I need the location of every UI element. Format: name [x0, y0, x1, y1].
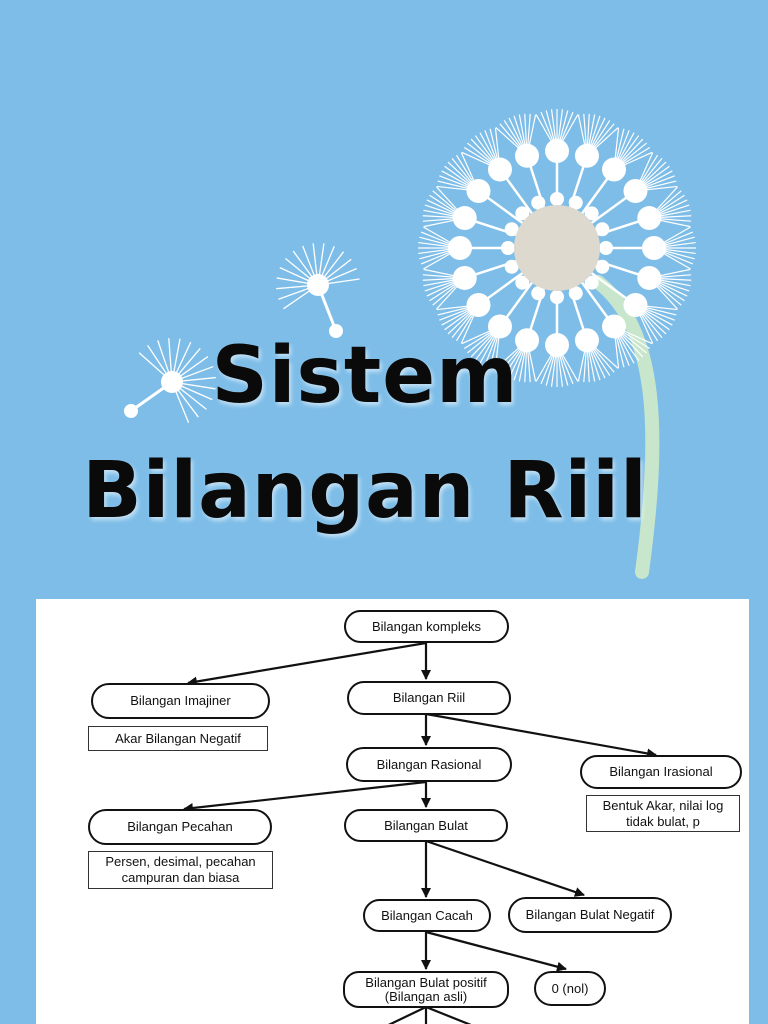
dandelion-stem	[591, 275, 660, 579]
seed-pod	[574, 143, 599, 168]
node-bilangan-imajiner: Bilangan Imajiner	[91, 683, 270, 719]
inner-bead	[550, 192, 564, 206]
seed-pod	[602, 157, 627, 182]
inner-bead	[504, 259, 519, 274]
dandelion-decoration	[124, 109, 696, 579]
edge-positif-down-left	[388, 1006, 427, 1024]
edge-positif-down-right	[425, 1005, 472, 1024]
seed-pod	[487, 157, 512, 182]
node-bilangan-bulat-positif: Bilangan Bulat positif (Bilangan asli)	[343, 971, 509, 1008]
dandelion-center	[514, 205, 600, 291]
seed-pod	[448, 236, 472, 260]
node-bilangan-bulat: Bilangan Bulat	[344, 809, 508, 842]
title-line-1: Sistem	[211, 331, 519, 421]
edge-riil-irasional	[425, 712, 657, 759]
inner-bead	[515, 206, 530, 221]
inner-bead	[501, 241, 515, 255]
floating-seed-1-tip	[329, 324, 343, 338]
inner-bead	[584, 206, 599, 221]
seed-pod	[545, 139, 569, 163]
seed-pod	[574, 328, 599, 353]
seed-pod	[452, 265, 477, 290]
floating-seed-2-head	[161, 371, 183, 393]
inner-bead	[595, 259, 610, 274]
inner-bead	[531, 195, 546, 210]
inner-bead	[595, 222, 610, 237]
seed-pod	[623, 293, 648, 318]
inner-bead	[504, 222, 519, 237]
seed-pod	[637, 206, 662, 231]
floating-seed-1-head	[307, 274, 329, 296]
inner-bead	[515, 275, 530, 290]
note-irasional: Bentuk Akar, nilai log tidak bulat, p	[586, 795, 740, 832]
inner-bead	[568, 286, 583, 301]
node-bilangan-pecahan: Bilangan Pecahan	[88, 809, 272, 845]
inner-bead	[531, 286, 546, 301]
floating-seed-2-tip	[124, 404, 138, 418]
node-bilangan-rasional: Bilangan Rasional	[346, 747, 512, 782]
node-bilangan-irasional: Bilangan Irasional	[580, 755, 742, 789]
seed-pod	[452, 206, 477, 231]
node-bilangan-cacah: Bilangan Cacah	[363, 899, 491, 932]
seed-pod	[515, 143, 540, 168]
inner-bead	[584, 275, 599, 290]
diagram-edges	[183, 641, 657, 1024]
seed-pod	[642, 236, 666, 260]
inner-bead	[599, 241, 613, 255]
edge-kompleks-imajiner	[187, 641, 427, 687]
inner-bead	[550, 290, 564, 304]
node-bilangan-bulat-negatif: Bilangan Bulat Negatif	[508, 897, 672, 933]
inner-bead	[568, 195, 583, 210]
title-line-2: Bilangan Riil	[82, 446, 648, 536]
seed-pod	[602, 314, 627, 339]
seed-pod	[515, 328, 540, 353]
node-bilangan-kompleks: Bilangan kompleks	[344, 610, 509, 643]
node-nol: 0 (nol)	[534, 971, 606, 1006]
edge-bulat-negatif	[425, 839, 585, 897]
seed-pod	[466, 293, 491, 318]
number-system-diagram: Bilangan kompleks Bilangan Imajiner Akar…	[36, 599, 749, 1024]
note-pecahan: Persen, desimal, pecahan campuran dan bi…	[88, 851, 273, 889]
seed-pod	[637, 265, 662, 290]
node-bilangan-riil: Bilangan Riil	[347, 681, 511, 715]
seed-pod	[466, 178, 491, 203]
note-imajiner: Akar Bilangan Negatif	[88, 726, 268, 751]
edge-cacah-nol	[425, 930, 567, 972]
seed-pod	[623, 178, 648, 203]
seed-pod	[487, 314, 512, 339]
edge-rasional-pecahan	[183, 780, 427, 813]
seed-pod	[545, 333, 569, 357]
